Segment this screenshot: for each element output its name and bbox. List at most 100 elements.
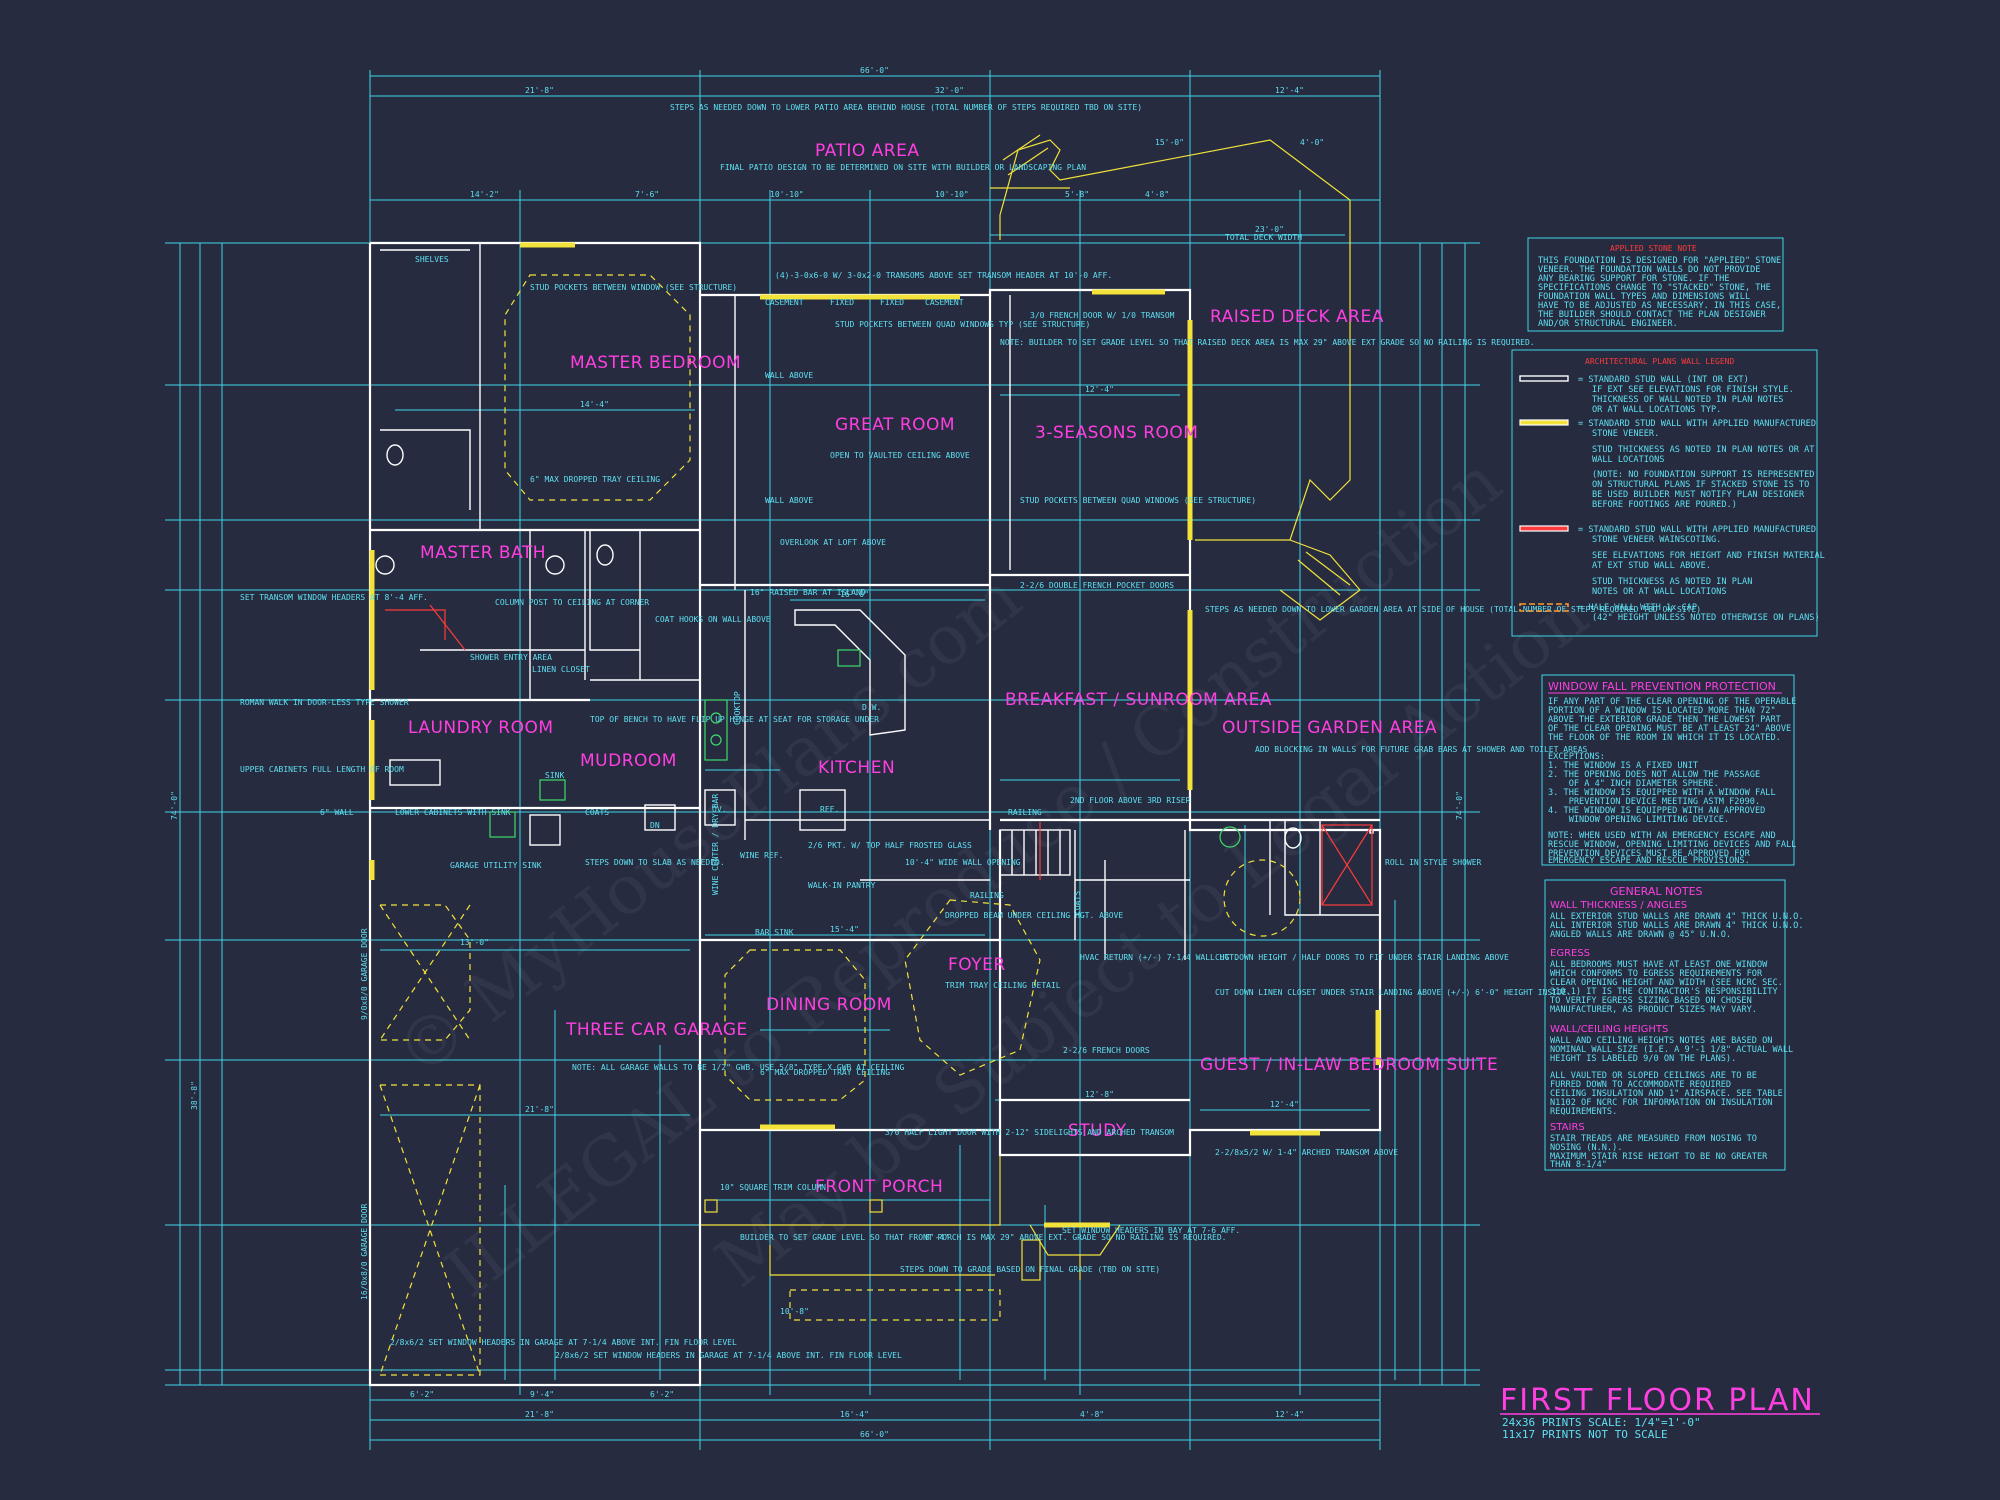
general-notes-line: CLEAR OPENING HEIGHT AND WIDTH (SEE NCRC… [1550,978,1783,988]
room-outside-garden: OUTSIDE GARDEN AREA [1222,718,1437,738]
general-notes-section: WALL THICKNESS / ANGLES [1550,900,1687,911]
dim-label: 12'-4" [1085,385,1114,394]
general-notes-section: WALL/CEILING HEIGHTS [1550,1024,1668,1035]
general-notes-line: MANUFACTURER, AS PRODUCT SIZES MAY VARY. [1550,1005,1757,1015]
legend-line: AT EXT STUD WALL ABOVE. [1592,561,1711,571]
plan-scale-note: 11x17 PRINTS NOT TO SCALE [1502,1428,1668,1441]
room-kitchen: KITCHEN [818,758,895,778]
legend-line: STONE VENEER. [1592,429,1659,439]
note: WALL ABOVE [765,496,813,505]
dim-label: 15'-0" [1155,138,1184,147]
room-breakfast: BREAKFAST / SUNROOM AREA [1005,690,1272,710]
note: COAT HOOKS ON WALL ABOVE [655,615,771,624]
note: CASEMENT [925,298,964,307]
window-fall-line: 2. THE OPENING DOES NOT ALLOW THE PASSAG… [1548,770,1760,780]
dim-label: 4'-8" [1080,1410,1104,1419]
room-master-bedroom: MASTER BEDROOM [570,353,741,373]
general-notes-line: HEIGHT IS LABELED 9/0 ON THE PLANS). [1550,1054,1736,1064]
window-fall-line: 1. THE WINDOW IS A FIXED UNIT [1548,761,1698,771]
room-garage: THREE CAR GARAGE [565,1020,748,1040]
note: STEPS AS NEEDED DOWN TO LOWER PATIO AREA… [670,103,1142,112]
legend-line: = STANDARD STUD WALL WITH APPLIED MANUFA… [1578,525,1816,535]
guest-shower-icon [1321,824,1373,906]
room-great-room: GREAT ROOM [835,415,955,435]
general-notes-line: ALL VAULTED OR SLOPED CEILINGS ARE TO BE [1550,1071,1757,1081]
stone-note-line: FOUNDATION WALL TYPES AND DIMENSIONS WIL… [1538,292,1750,302]
oven-icon [704,789,736,826]
dim-label: 16/0x8/0 GARAGE DOOR [360,1203,369,1300]
general-notes-line: ALL BEDROOMS MUST HAVE AT LEAST ONE WIND… [1550,960,1768,970]
note: 2/8x6/2 SET WINDOW HEADERS IN GARAGE AT … [390,1338,737,1347]
dim-label: 21'-8" [525,1410,554,1419]
note: DROPPED BEAM UNDER CEILING HGT. ABOVE [945,911,1123,920]
general-notes-line: CEILING INSULATION AND 1" AIRSPACE. SEE … [1550,1089,1783,1099]
wall-legend: ARCHITECTURAL PLANS WALL LEGEND = STANDA… [1511,349,1825,637]
room-laundry: LAUNDRY ROOM [408,718,554,738]
general-notes-line: THAN 8-1/4" [1550,1160,1607,1170]
general-notes-section: STAIRS [1550,1122,1585,1133]
legend-line: THICKNESS OF WALL NOTED IN PLAN NOTES [1592,395,1783,405]
note: WALK-IN PANTRY [808,881,876,890]
cooktop-icon [704,699,728,761]
stone-note-line: AND/OR STRUCTURAL ENGINEER. [1538,319,1678,329]
note: 3/0 FRENCH DOOR W/ 1/0 TRANSOM [1030,311,1175,320]
fridge-icon [799,789,846,831]
note: 2ND FLOOR ABOVE 3RD RISER [1070,796,1191,805]
dim-label: 12'-4" [1275,1410,1304,1419]
legend-line: = HALF WALL WITH 1x CAP [1578,603,1697,613]
window-fall-line: WINDOW OPENING LIMITING DEVICE. [1548,815,1729,825]
legend-line: BEFORE FOOTINGS ARE POURED.) [1592,500,1737,510]
plan-scale: 24x36 PRINTS SCALE: 1/4"=1'-0" [1502,1416,1701,1429]
room-front-porch: FRONT PORCH [815,1177,943,1197]
note: 2-2/6 FRENCH DOORS [1063,1046,1150,1055]
note: COATS [585,808,609,817]
dim-label: 23'-0" [1255,225,1284,234]
window-fall-line: RESCUE WINDOW, OPENING LIMITING DEVICES … [1548,840,1796,850]
window-fall-line: ABOVE THE EXTERIOR GRADE THEN THE LOWEST… [1548,715,1781,725]
note: 2-2/6 DOUBLE FRENCH POCKET DOORS [1020,581,1174,590]
window-fall-line: NOTE: WHEN USED WITH AN EMERGENCY ESCAPE… [1548,831,1776,841]
note: OV. [712,805,726,814]
note: 3/0 HALF LIGHT DOOR WITH 2-12" SIDELIGHT… [885,1128,1174,1137]
applied-stone-note: APPLIED STONE NOTE THIS FOUNDATION IS DE… [1527,237,1784,332]
dim-label: 74'-0" [170,791,179,820]
note: COOKTOP [733,691,742,725]
note: 6" MAX DROPPED TRAY CEILING [760,1068,890,1077]
legend-line: STUD THICKNESS AS NOTED IN PLAN [1592,577,1752,587]
dim-label: 10'-10" [770,190,804,199]
window-fall-title: WINDOW FALL PREVENTION PROTECTION [1548,680,1776,693]
note: 10'-4" WIDE WALL OPENING [905,858,1021,867]
master-tray-ceiling [504,274,691,501]
room-raised-deck: RAISED DECK AREA [1210,307,1384,327]
window-fall-legend: WINDOW FALL PREVENTION PROTECTION IF ANY… [1541,674,1796,866]
dim-label: 12'-4" [1270,1100,1299,1109]
legend-line: = STANDARD STUD WALL WITH APPLIED MANUFA… [1578,419,1816,429]
dim-label: 6" WALL [320,808,354,817]
general-notes-line: N1102 OF NCRC FOR INFORMATION ON INSULAT… [1550,1098,1772,1108]
note: FINAL PATIO DESIGN TO BE DETERMINED ON S… [720,163,1086,172]
general-notes-line: STAIR TREADS ARE MEASURED FROM NOSING TO [1550,1134,1757,1144]
legend-line: SEE ELEVATIONS FOR HEIGHT AND FINISH MAT… [1592,551,1825,561]
note: ADD BLOCKING IN WALLS FOR FUTURE GRAB BA… [1255,745,1588,754]
legend-line: ON STRUCTURAL PLANS IF STACKED STONE IS … [1592,480,1809,490]
note: LINEN CLOSET [532,665,590,674]
dim-label: 6'-2" [410,1390,434,1399]
stone-note-line: SPECIFICATIONS CHANGE TO "STACKED" STONE… [1538,283,1771,293]
note: 2/8x6/2 SET WINDOW HEADERS IN GARAGE AT … [555,1351,902,1360]
note: OVERLOOK AT LOFT ABOVE [780,538,886,547]
title-block: FIRST FLOOR PLAN 24x36 PRINTS SCALE: 1/4… [1500,1383,1820,1441]
window-fall-line: PREVENTION DEVICE MEETING ASTM F2090. [1548,797,1760,807]
note: COLUMN POST TO CEILING AT CORNER [495,598,649,607]
dim-label: 38'-8" [190,1081,199,1110]
dim-label: 7'-6" [635,190,659,199]
plan-notes: STEPS AS NEEDED DOWN TO LOWER PATIO AREA… [240,103,1701,1360]
dim-label: 12'-4" [1275,86,1304,95]
stone-note-title: APPLIED STONE NOTE [1610,244,1697,253]
general-notes-line: ALL INTERIOR STUD WALLS ARE DRAWN 4" THI… [1550,921,1804,931]
window-fall-line: 3. THE WINDOW IS EQUIPPED WITH A WINDOW … [1548,788,1776,798]
dim-label: 4'-8" [1145,190,1169,199]
note: CUT DOWN HEIGHT / HALF DOORS TO FIT UNDE… [1215,953,1509,962]
dim-label: 10'-8" [780,1307,809,1316]
note: WALL ABOVE [765,371,813,380]
dining-tray-ceiling [724,949,866,1101]
